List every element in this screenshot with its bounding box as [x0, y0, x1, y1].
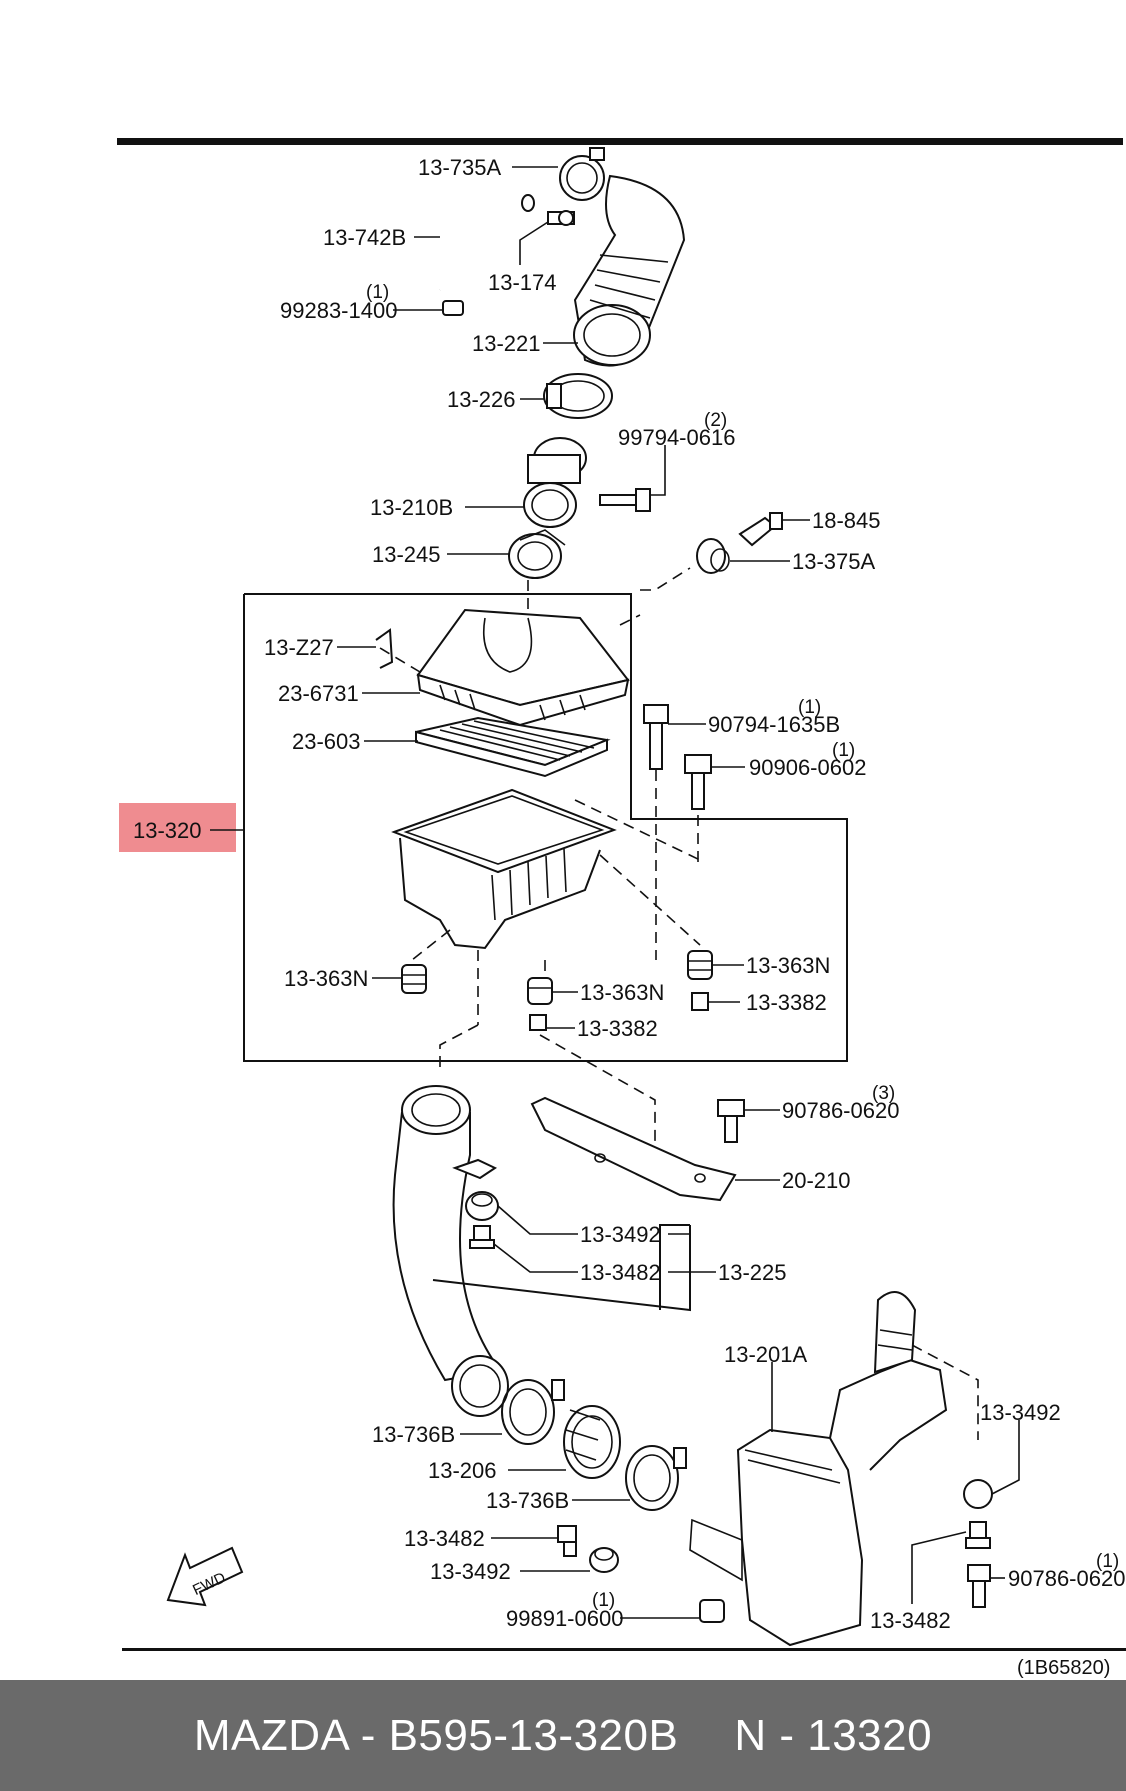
diagram-code: (1B65820) [1017, 1657, 1110, 1679]
label-13-736b-a: 13-736B [372, 1422, 455, 1447]
qty-90786-0620-b: (1) [1096, 1551, 1119, 1572]
bottom-rule [122, 1648, 1126, 1651]
bracket-20-210 [530, 1096, 737, 1202]
label-20-210: 20-210 [782, 1168, 851, 1193]
label-13-320: 13-320 [133, 818, 202, 843]
label-13-3482-c: 13-3482 [870, 1608, 951, 1633]
parts-diagram: FWD [117, 138, 1126, 1679]
grommet-13-375a [696, 538, 730, 574]
grommet-13-3492-b [963, 1479, 993, 1509]
clamp-13-735a [559, 147, 605, 201]
quantity-labels: (1) (2) (1) (1) (3) (1) (1) [366, 282, 1119, 1611]
qty-90906-0602: (1) [832, 740, 855, 761]
maf-sensor-13-210b [523, 437, 587, 528]
label-13-735a: 13-735A [418, 155, 502, 180]
footer-part-number: MAZDA - B595-13-320B [193, 1710, 679, 1760]
label-13-3482-b: 13-3482 [404, 1526, 485, 1551]
pin-13-3482-b [557, 1525, 577, 1557]
label-13-201a: 13-201A [724, 1342, 808, 1367]
resonator-duct-13-225 [392, 1085, 691, 1417]
qty-90794-1635b: (1) [798, 697, 821, 718]
qty-90786-0620-a: (3) [872, 1083, 895, 1104]
clamp-13-736b-a [501, 1379, 565, 1445]
label-99283-1400: 99283-1400 [280, 298, 397, 323]
label-13-3382-a: 13-3382 [577, 1016, 658, 1041]
label-23-6731: 23-6731 [278, 681, 359, 706]
resonator-13-201a [689, 1291, 948, 1647]
nut-99891-0600 [699, 1599, 725, 1623]
label-13-245: 13-245 [372, 542, 441, 567]
air-cleaner-cover-23-6731 [416, 608, 630, 727]
footer-reference-number: N - 13320 [734, 1710, 933, 1760]
clamp-13-226 [543, 373, 613, 419]
label-13-206: 13-206 [428, 1458, 497, 1483]
label-13-3492-a: 13-3492 [580, 1222, 661, 1247]
clamp-13-736b-b [625, 1445, 687, 1511]
label-13-z27: 13-Z27 [264, 635, 334, 660]
label-99891-0600: 99891-0600 [506, 1606, 623, 1631]
label-13-742b: 13-742B [323, 225, 406, 250]
part-labels: 13-735A 13-742B 13-174 99283-1400 13-221… [133, 155, 1125, 1633]
pin-13-3482-c [965, 1521, 991, 1549]
label-13-225: 13-225 [718, 1260, 787, 1285]
label-13-174: 13-174 [488, 270, 557, 295]
bolt-90786-0620-b [967, 1564, 991, 1608]
sensor-18-845 [738, 512, 783, 547]
mount-13-363n-c [687, 950, 713, 980]
grommet-13-3492-c [589, 1547, 619, 1573]
label-90906-0602: 90906-0602 [749, 755, 866, 780]
label-13-226: 13-226 [447, 387, 516, 412]
leader-lines [210, 166, 1020, 1619]
clip-13-z27 [375, 628, 394, 669]
adapter-13-245 [508, 529, 566, 579]
label-13-221: 13-221 [472, 331, 541, 356]
label-13-363n-a: 13-363N [284, 966, 368, 991]
assembly-outline [243, 593, 848, 1062]
label-13-363n-b: 13-363N [580, 980, 664, 1005]
filter-element-23-603 [415, 716, 611, 778]
breather-hose-13-742b [435, 191, 535, 291]
qty-99794-0616: (2) [704, 410, 727, 431]
label-13-3382-b: 13-3382 [746, 990, 827, 1015]
fitting-13-174 [547, 210, 575, 226]
pin-13-3382-a [529, 1014, 547, 1031]
label-99794-0616: 99794-0616 [618, 425, 735, 450]
label-13-3482-a: 13-3482 [580, 1260, 661, 1285]
label-18-845: 18-845 [812, 508, 881, 533]
mount-13-363n-a [401, 964, 427, 994]
mount-13-363n-b [527, 977, 553, 1005]
label-13-3492-c: 13-3492 [430, 1559, 511, 1584]
pin-13-3382-b [691, 992, 709, 1011]
label-13-375a: 13-375A [792, 549, 876, 574]
highlight-box [119, 803, 236, 852]
top-rule [117, 138, 1123, 145]
label-13-210b: 13-210B [370, 495, 453, 520]
air-cleaner-case-13-320 [391, 788, 617, 950]
bolt-99794-0616 [599, 488, 651, 512]
label-13-3492-b: 13-3492 [980, 1400, 1061, 1425]
footer-bar: MAZDA - B595-13-320B N - 13320 [0, 1680, 1126, 1791]
label-13-736b-b: 13-736B [486, 1488, 569, 1513]
hose-13-206 [563, 1405, 621, 1479]
intake-hose-13-221 [573, 174, 686, 367]
qty-99283-1400: (1) [366, 282, 389, 303]
bolt-90794-1635b [643, 704, 669, 770]
label-90786-0620-b: 90786-0620 [1008, 1566, 1125, 1591]
label-90794-1635b: 90794-1635B [708, 712, 840, 737]
pin-13-3482-a [469, 1225, 495, 1249]
grommet-13-3492-a [465, 1191, 499, 1221]
label-23-603: 23-603 [292, 729, 361, 754]
label-90786-0620-a: 90786-0620 [782, 1098, 899, 1123]
clip-99283-1400 [442, 300, 464, 316]
bolt-90786-0620-a [717, 1099, 745, 1143]
fwd-arrow-icon: FWD [166, 1546, 244, 1607]
bolt-90906-0602 [684, 754, 712, 810]
label-13-363n-c: 13-363N [746, 953, 830, 978]
qty-99891-0600: (1) [592, 1590, 615, 1611]
